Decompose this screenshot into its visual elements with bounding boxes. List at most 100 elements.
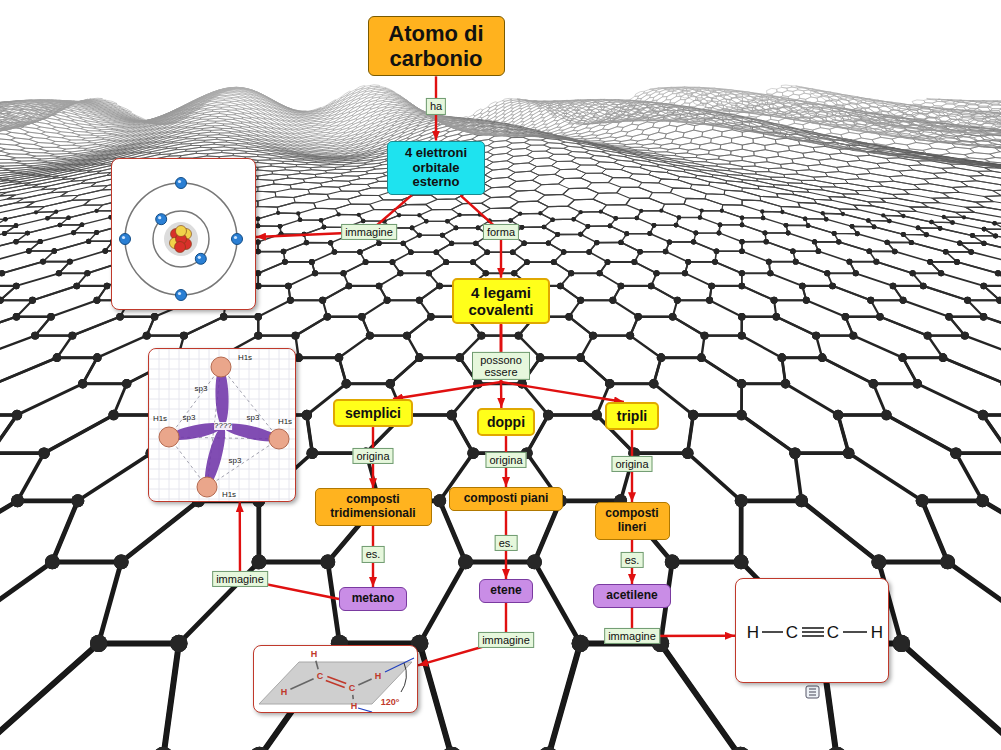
graphene-atom	[667, 239, 672, 244]
graphene-atom	[58, 223, 63, 228]
graphene-atom	[957, 240, 962, 245]
graphene-atom	[84, 270, 90, 276]
graphene-atom	[970, 233, 975, 238]
graphene-atom	[309, 259, 315, 265]
graphene-atom	[789, 447, 800, 458]
graphene-atom	[509, 233, 514, 238]
graphene-atom	[565, 313, 572, 320]
graphene-atom	[790, 248, 795, 253]
graphene-atom	[94, 297, 101, 304]
triple-bond	[802, 627, 824, 629]
graphene-atom	[256, 217, 261, 222]
graphene-atom	[31, 332, 39, 340]
graphene-atom	[586, 249, 591, 254]
graphene-atom	[647, 231, 652, 236]
graphene-atom	[385, 379, 394, 388]
graphene-atom	[591, 410, 601, 420]
graphene-atom	[312, 270, 318, 276]
connector-arrow	[631, 430, 633, 502]
edge-label: immagine	[212, 571, 268, 587]
graphene-atom	[700, 208, 704, 212]
graphene-atom	[764, 239, 769, 244]
graphene-atom	[618, 240, 623, 245]
graphene-atom	[408, 249, 413, 254]
graphene-atom	[304, 240, 309, 245]
graphene-atom	[697, 353, 706, 362]
graphene-atom	[597, 270, 603, 276]
graphene-atom	[578, 232, 583, 237]
graphene-atom	[938, 270, 944, 276]
graphene-atom	[443, 259, 449, 265]
graphene-mesh	[0, 104, 1001, 151]
graphene-atom	[417, 233, 422, 238]
graphene-atom	[867, 297, 874, 304]
graphene-atom	[594, 240, 599, 245]
graphene-atom	[898, 353, 907, 362]
graphene-atom	[509, 233, 514, 238]
graphene-atom	[771, 297, 778, 304]
graphene-atom	[363, 259, 369, 265]
graphene-atom	[143, 332, 151, 340]
graphene-atom	[781, 379, 790, 388]
graphene-atom	[282, 259, 288, 265]
graphene-atom	[538, 747, 559, 750]
graphene-atom	[740, 223, 745, 228]
graphene-atom	[913, 379, 922, 388]
graphene-atom	[486, 233, 491, 238]
graphene-atom	[981, 241, 986, 246]
graphene-atom	[249, 747, 270, 750]
example-box: etene	[479, 579, 533, 603]
graphene-atom	[832, 231, 837, 236]
graphene-atom	[47, 313, 54, 320]
graphene-atom	[938, 226, 943, 231]
graphene-atom	[170, 635, 187, 652]
graphene-atom	[652, 223, 657, 228]
graphene-atom	[763, 230, 768, 235]
graphene-atom	[701, 332, 709, 340]
graphene-atom	[56, 270, 62, 276]
graphene-atom	[653, 270, 659, 276]
graphene-atom	[447, 410, 457, 420]
graphene-atom	[571, 217, 576, 222]
graphene-atom	[511, 270, 517, 276]
graphene-atom	[358, 313, 365, 320]
graphene-atom	[319, 218, 324, 223]
graphene-atom	[916, 494, 929, 507]
graphene-atom	[712, 259, 718, 265]
graphene-atom	[170, 635, 187, 652]
graphene-atom	[433, 494, 446, 507]
graphene-atom	[424, 219, 429, 224]
graphene-atom	[256, 224, 261, 229]
graphene-atom	[829, 283, 835, 289]
graphene-atom	[483, 270, 489, 276]
graphene-atom	[433, 494, 446, 507]
graphene-atom	[376, 283, 382, 289]
graphene-atom	[557, 283, 563, 289]
graphene-atom	[576, 353, 585, 362]
graphene-atom	[255, 249, 260, 254]
graphene-atom	[849, 332, 857, 340]
graphene-atom	[78, 379, 87, 388]
graphene-atom	[674, 297, 681, 304]
graphene-atom	[624, 231, 629, 236]
graphene-atom	[550, 217, 555, 222]
graphene-atom	[256, 224, 261, 229]
graphene-atom	[384, 297, 391, 304]
graphene-atom	[434, 250, 439, 255]
graphene-atom	[473, 241, 478, 246]
graphene-atom	[900, 297, 907, 304]
graphene-atom	[410, 226, 415, 231]
graphene-atom	[78, 379, 87, 388]
graphene-atom	[841, 212, 845, 216]
graphene-atom	[307, 447, 318, 458]
graphene-atom	[278, 224, 283, 229]
graphene-atom	[357, 249, 362, 254]
electron-shine	[178, 292, 181, 295]
graphene-atom	[898, 353, 907, 362]
graphene-atom	[778, 353, 787, 362]
graphene-atom	[255, 240, 260, 245]
graphene-atom	[47, 313, 54, 320]
graphene-atom	[335, 353, 344, 362]
graphene-atom	[763, 230, 768, 235]
graphene-atom	[763, 230, 768, 235]
